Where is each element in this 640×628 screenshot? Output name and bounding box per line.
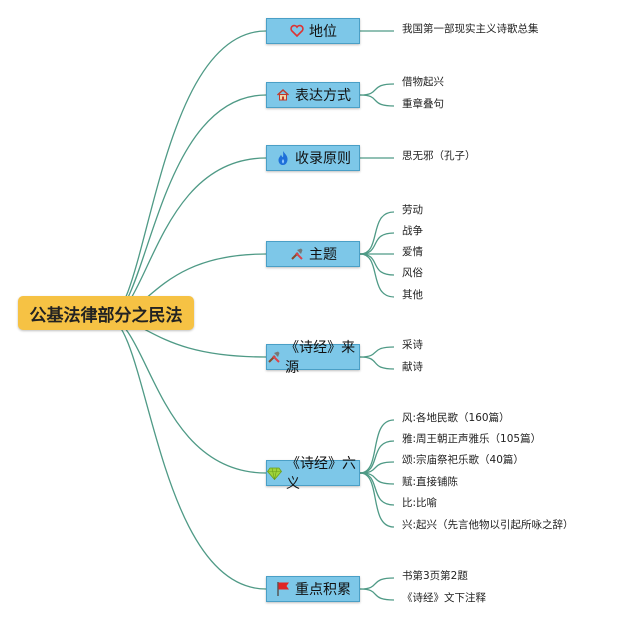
branch-label: 收录原则 — [295, 151, 351, 167]
leaf-topic[interactable]: 雅:周王朝正声雅乐（105篇） — [402, 433, 542, 445]
leaf-connector — [359, 253, 395, 276]
root-topic[interactable]: 公基法律部分之民法 — [18, 296, 194, 330]
house-icon — [275, 87, 291, 103]
leaf-connector — [359, 588, 395, 601]
leaf-topic[interactable]: 风俗 — [402, 267, 423, 279]
leaf-connector — [359, 94, 395, 107]
leaf-topic[interactable]: 献诗 — [402, 361, 423, 373]
branch-topic[interactable]: 表达方式 — [266, 82, 360, 108]
leaf-connector — [359, 577, 395, 590]
branch-label: 表达方式 — [295, 88, 351, 104]
root-connector — [107, 317, 267, 474]
branch-label: 《诗经》来源 — [285, 340, 356, 376]
gem-icon — [267, 465, 282, 481]
branch-topic[interactable]: 主题 — [266, 241, 360, 267]
leaf-topic[interactable]: 兴:起兴（先言他物以引起所咏之辞） — [402, 519, 574, 531]
leaf-connector — [359, 346, 395, 358]
leaf-topic[interactable]: 爱情 — [402, 246, 423, 258]
branch-topic[interactable]: 《诗经》六义 — [266, 456, 360, 492]
leaf-topic[interactable]: 比:比喻 — [402, 497, 438, 509]
leaf-connector — [359, 253, 395, 298]
branch-topic[interactable]: 《诗经》来源 — [266, 340, 360, 376]
leaf-topic[interactable]: 重章叠句 — [402, 98, 444, 110]
flag-icon — [275, 581, 291, 597]
leaf-connector — [359, 461, 395, 474]
leaf-topic[interactable]: 借物起兴 — [402, 76, 444, 88]
tools-icon — [267, 349, 281, 365]
branch-label: 重点积累 — [295, 582, 351, 598]
leaf-topic[interactable]: 赋:直接铺陈 — [402, 476, 459, 488]
root-connector — [107, 317, 267, 590]
branch-label: 主题 — [309, 247, 337, 263]
leaf-topic[interactable]: 风:各地民歌（160篇） — [402, 412, 510, 424]
leaf-connector — [359, 472, 395, 506]
leaf-connector — [359, 211, 395, 255]
leaf-topic[interactable]: 其他 — [402, 289, 423, 301]
branch-topic[interactable]: 地位 — [266, 18, 360, 44]
leaf-topic[interactable]: 《诗经》文下注释 — [402, 592, 486, 604]
leaf-connector — [359, 83, 395, 96]
leaf-topic[interactable]: 劳动 — [402, 204, 423, 216]
leaf-connector — [359, 472, 395, 485]
leaf-connector — [359, 419, 395, 474]
tools-icon — [289, 246, 305, 262]
leaf-topic[interactable]: 思无邪（孔子） — [402, 150, 476, 162]
root-connector — [107, 157, 267, 319]
leaf-connector — [359, 232, 395, 255]
leaf-topic[interactable]: 采诗 — [402, 339, 423, 351]
leaf-topic[interactable]: 战争 — [402, 225, 423, 237]
leaf-connector — [359, 472, 395, 528]
leaf-connector — [359, 440, 395, 474]
leaf-topic[interactable]: 书第3页第2题 — [402, 570, 468, 582]
branch-topic[interactable]: 重点积累 — [266, 576, 360, 602]
branch-label: 地位 — [309, 24, 337, 40]
branch-label: 《诗经》六义 — [286, 456, 356, 492]
root-connector — [107, 30, 267, 319]
leaf-connector — [359, 356, 395, 370]
fire-icon — [275, 150, 291, 166]
heart-icon — [289, 23, 305, 39]
branch-topic[interactable]: 收录原则 — [266, 145, 360, 171]
leaf-topic[interactable]: 颂:宗庙祭祀乐歌（40篇） — [402, 454, 524, 466]
leaf-topic[interactable]: 我国第一部现实主义诗歌总集 — [402, 23, 539, 35]
root-connector — [107, 94, 267, 319]
